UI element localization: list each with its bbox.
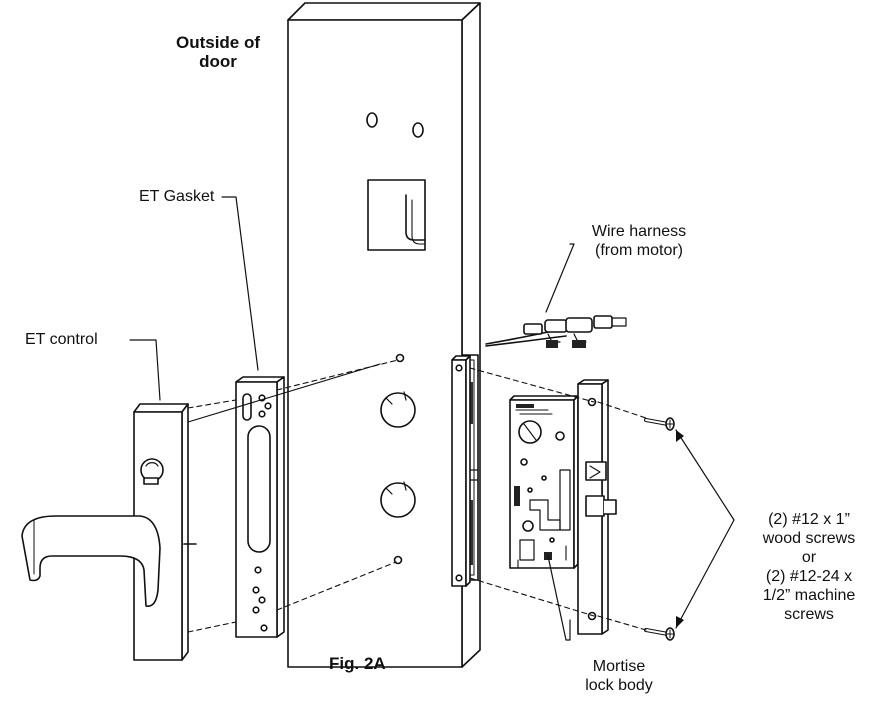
screw-top: [644, 417, 675, 431]
screw-bottom: [644, 627, 675, 641]
et-control-leader: [129, 339, 161, 401]
wire-harness-leader: [545, 243, 575, 313]
et-control-label: ET control: [25, 331, 98, 348]
et-gasket: [235, 376, 285, 638]
screws-line3: or: [801, 549, 817, 566]
screws-leader-top: [675, 429, 735, 521]
wire-harness-line1: Wire harness: [591, 223, 687, 240]
screws-line4: (2) #12-24 x: [765, 568, 853, 585]
arrowheads: [676, 430, 684, 628]
et-gasket-leader: [221, 196, 259, 371]
screws-leader-bottom: [675, 519, 735, 629]
mortise-leader: [547, 555, 571, 641]
figure-caption: Fig. 2A: [329, 654, 386, 673]
mortise-strike-plate: [451, 355, 471, 587]
outside-of-door-line2: door: [199, 52, 237, 71]
wire-harness-line2: (from motor): [595, 242, 683, 259]
screws-label: (2) #12 x 1” wood screws or (2) #12-24 x…: [734, 510, 884, 624]
mortise-lock-body-label: Mortise lock body: [576, 657, 662, 695]
outside-of-door-label: Outside of door: [166, 33, 270, 71]
et-control: [21, 403, 197, 661]
mortise-lock-body: [509, 379, 617, 635]
screws-line1: (2) #12 x 1”: [768, 511, 850, 528]
screws-line6: screws: [784, 606, 834, 623]
outside-of-door-line1: Outside of: [175, 33, 261, 52]
screws-line5: 1/2” machine: [762, 587, 856, 604]
leader-lines: [129, 196, 735, 641]
alignment-lines: [187, 359, 647, 633]
wire-harness-label: Wire harness (from motor): [574, 222, 704, 260]
mortise-line2: lock body: [585, 677, 653, 694]
wire-harness: [485, 315, 627, 348]
screws-line2: wood screws: [762, 530, 856, 547]
et-gasket-label: ET Gasket: [139, 188, 215, 205]
mortise-line1: Mortise: [592, 658, 646, 675]
